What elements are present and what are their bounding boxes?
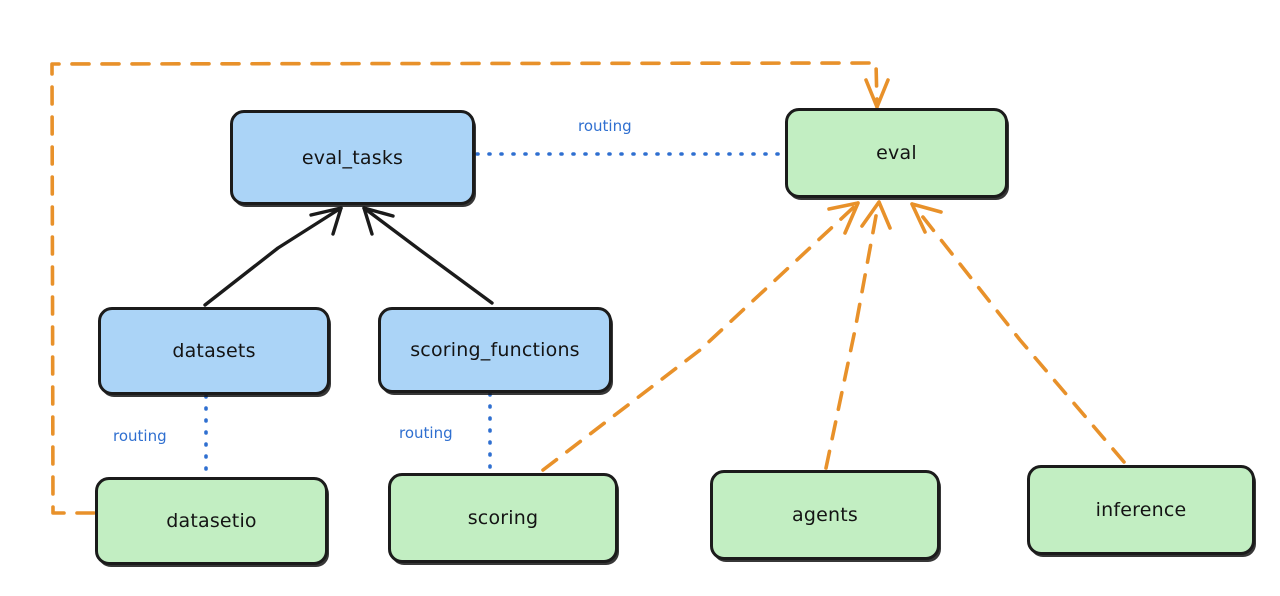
node-label: datasetio: [166, 510, 257, 532]
edge-scoring-eval: [541, 201, 860, 472]
edge-label-routing-scoring-functions-scoring: routing: [399, 424, 453, 442]
node-label: scoring: [467, 507, 539, 529]
node-label: eval: [876, 142, 917, 164]
node-scoring-functions[interactable]: scoring_functions: [378, 307, 612, 393]
edge-label-routing-eval-tasks-eval: routing: [578, 117, 632, 135]
edge-inference-eval: [910, 202, 1126, 464]
edge-datasetio-eval: [50, 61, 890, 515]
edge-scoring_functions-eval_tasks: [362, 206, 494, 305]
node-agents[interactable]: agents: [710, 470, 940, 560]
node-eval-tasks[interactable]: eval_tasks: [230, 110, 475, 205]
node-label: inference: [1095, 499, 1187, 521]
node-label: eval_tasks: [301, 146, 404, 169]
node-scoring[interactable]: scoring: [388, 473, 618, 563]
node-datasets[interactable]: datasets: [98, 307, 330, 395]
node-label: datasets: [172, 340, 256, 362]
node-datasetio[interactable]: datasetio: [95, 477, 328, 565]
node-label: scoring_functions: [410, 339, 580, 361]
node-inference[interactable]: inference: [1027, 465, 1255, 555]
edge-label-routing-datasets-datasetio: routing: [113, 427, 167, 445]
edge-agents-eval: [824, 200, 892, 470]
node-label: agents: [792, 504, 858, 526]
edge-datasets-eval_tasks: [203, 206, 343, 307]
node-eval[interactable]: eval: [785, 108, 1008, 198]
